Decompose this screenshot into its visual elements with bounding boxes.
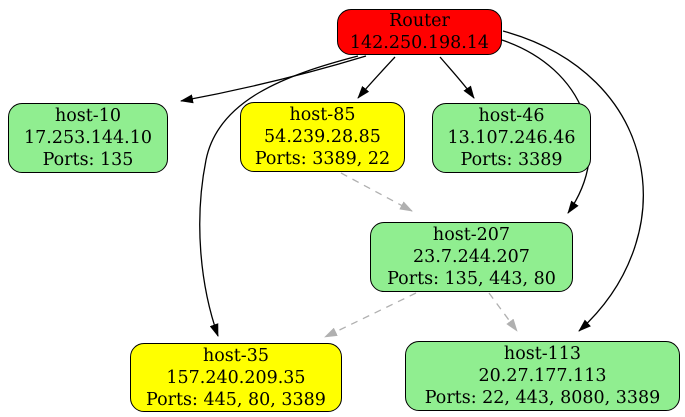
edge-router-to-host-113 [502,30,644,332]
node-label: Router [389,11,450,31]
node-ip: 20.27.177.113 [478,366,607,386]
edge-router-to-host-85 [357,56,396,99]
node-ip: 142.250.198.14 [349,33,490,53]
node-ports: Ports: 3389 [460,150,563,170]
node-ports: Ports: 135 [42,150,134,170]
edge-host-207-to-host-35 [324,292,417,338]
edge-router-to-host-46 [439,56,475,99]
node-ports: Ports: 445, 80, 3389 [146,389,326,410]
node-ip: 54.239.28.85 [264,127,381,147]
edge-host-207-to-host-113 [488,292,518,332]
node-label: host-35 [202,345,269,366]
edge-router-to-host-35 [199,55,359,337]
node-label: host-85 [289,105,356,125]
node-label: host-113 [503,344,582,364]
node-ip: 13.107.246.46 [447,128,576,148]
node-label: host-10 [54,106,121,126]
node-ip: 157.240.209.35 [166,367,306,388]
node-label: host-46 [478,106,545,126]
node-ports: Ports: 3389, 22 [254,149,391,169]
node-ip: 23.7.244.207 [413,247,530,267]
node-ports: Ports: 22, 443, 8080, 3389 [424,388,661,408]
node-ports: Ports: 135, 443, 80 [387,269,556,289]
node-label: host-207 [432,225,511,245]
edge-host-85-to-host-207 [340,172,413,212]
edge-router-to-host-10 [180,55,367,104]
node-ip: 17.253.144.10 [23,128,153,148]
